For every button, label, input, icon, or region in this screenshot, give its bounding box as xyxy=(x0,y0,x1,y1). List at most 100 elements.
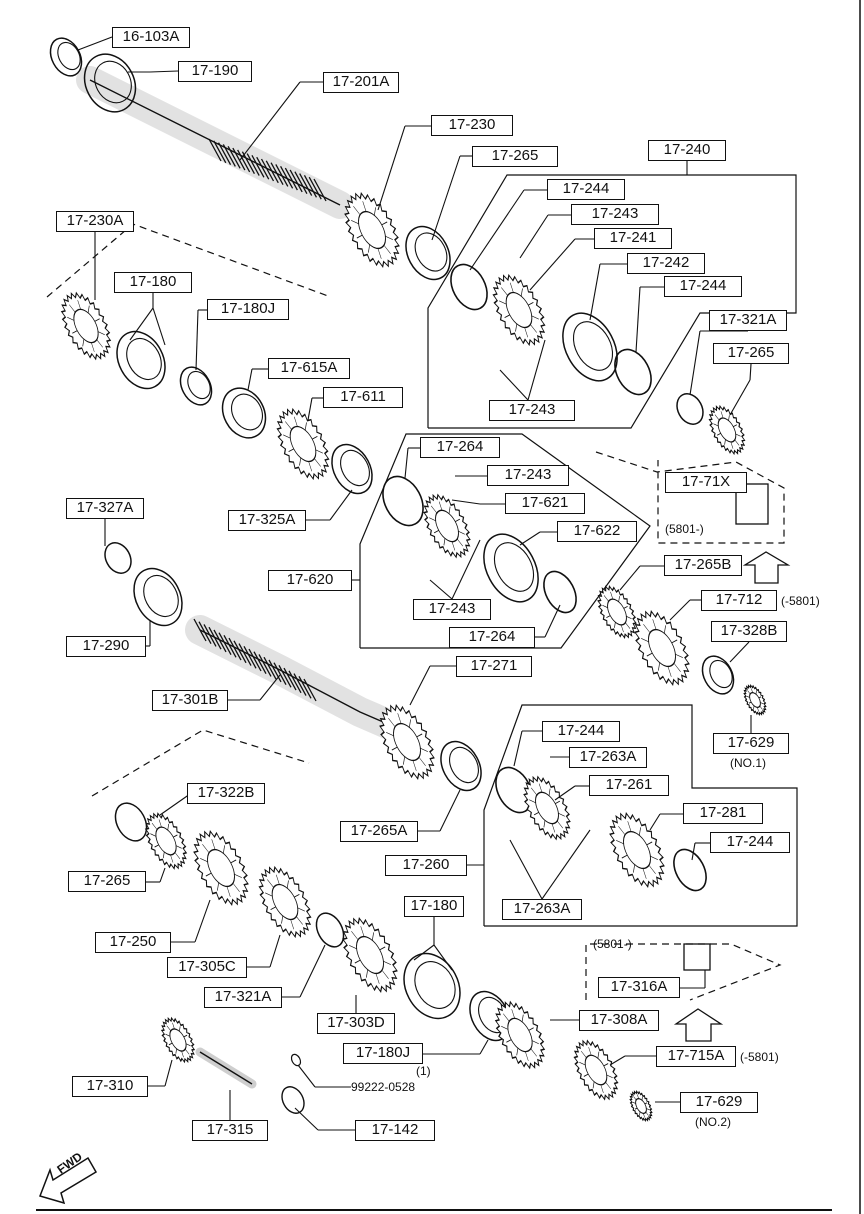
main-shaft-spline xyxy=(275,164,289,187)
bearing-17-290-inner xyxy=(143,574,179,618)
callout-17-244-c[interactable]: 17-244 xyxy=(542,721,620,742)
callout-17-615A[interactable]: 17-615A xyxy=(268,358,350,379)
callout-17-242[interactable]: 17-242 xyxy=(627,253,705,274)
callout-17-263A-a[interactable]: 17-263A xyxy=(569,747,647,768)
group-box-17-260 xyxy=(483,704,798,927)
callout-17-629-b[interactable]: 17-629 xyxy=(680,1092,758,1113)
bolt-99222-0528 xyxy=(290,1053,302,1067)
callout-17-271[interactable]: 17-271 xyxy=(456,656,532,677)
clip-17-321A-low xyxy=(315,912,345,948)
snap-ring-17-244-c xyxy=(495,766,533,814)
leader-line xyxy=(479,1039,489,1055)
leader-line xyxy=(729,379,751,416)
countershaft-spline xyxy=(293,673,307,696)
callout-17-715A[interactable]: 17-715A xyxy=(656,1046,736,1067)
callout-17-244-a[interactable]: 17-244 xyxy=(547,179,625,200)
note-minus-5801-712: (-5801) xyxy=(781,594,820,608)
callout-17-243-b[interactable]: 17-243 xyxy=(489,400,575,421)
callout-17-244-d[interactable]: 17-244 xyxy=(710,832,790,853)
countershaft-spline xyxy=(218,632,232,655)
callout-17-611[interactable]: 17-611 xyxy=(323,387,403,408)
callout-17-265A[interactable]: 17-265A xyxy=(340,821,418,842)
callout-17-308A[interactable]: 17-308A xyxy=(579,1010,659,1031)
callout-17-263A-b[interactable]: 17-263A xyxy=(502,899,582,920)
callout-17-180-top[interactable]: 17-180 xyxy=(114,272,192,293)
leader-line xyxy=(194,899,211,943)
callout-17-322B[interactable]: 17-322B xyxy=(187,783,265,804)
leader-line xyxy=(404,447,409,479)
callout-17-328B[interactable]: 17-328B xyxy=(711,621,787,642)
leader-line xyxy=(377,125,406,211)
callout-17-321A-low[interactable]: 17-321A xyxy=(204,987,282,1008)
callout-17-620[interactable]: 17-620 xyxy=(268,570,352,591)
countershaft-spline xyxy=(303,678,317,702)
callout-17-301B[interactable]: 17-301B xyxy=(152,690,228,711)
callout-17-265-top[interactable]: 17-265 xyxy=(472,146,558,167)
callout-17-290[interactable]: 17-290 xyxy=(66,636,146,657)
synchro-ring-17-265-inner xyxy=(414,232,448,272)
callout-17-142[interactable]: 17-142 xyxy=(355,1120,435,1141)
callout-17-243-c[interactable]: 17-243 xyxy=(487,465,569,486)
callout-17-230[interactable]: 17-230 xyxy=(431,115,513,136)
leader-line xyxy=(409,665,431,706)
leader-line xyxy=(691,842,696,861)
leader-line xyxy=(499,369,529,401)
callout-17-316A[interactable]: 17-316A xyxy=(598,977,680,998)
leader-line xyxy=(307,397,313,421)
bearing-17-180-top xyxy=(116,330,166,390)
leader-line xyxy=(469,189,525,271)
callout-17-265-right[interactable]: 17-265 xyxy=(713,343,789,364)
callout-17-260[interactable]: 17-260 xyxy=(385,855,467,876)
callout-17-629-a[interactable]: 17-629 xyxy=(713,733,789,754)
ring-17-265-low xyxy=(144,812,188,870)
callout-17-712[interactable]: 17-712 xyxy=(701,590,777,611)
callout-17-622[interactable]: 17-622 xyxy=(557,521,637,542)
callout-17-310[interactable]: 17-310 xyxy=(72,1076,148,1097)
note-no2: (NO.2) xyxy=(695,1115,731,1129)
callout-17-264-b[interactable]: 17-264 xyxy=(449,627,535,648)
callout-17-265-low[interactable]: 17-265 xyxy=(68,871,146,892)
callout-17-250[interactable]: 17-250 xyxy=(95,932,171,953)
ring-17-265B xyxy=(597,585,637,639)
callout-17-230A[interactable]: 17-230A xyxy=(56,211,134,232)
leader-line xyxy=(589,263,601,321)
callout-17-71X[interactable]: 17-71X xyxy=(665,472,747,493)
callout-17-180J-low[interactable]: 17-180J xyxy=(343,1043,423,1064)
countershaft-spline xyxy=(263,656,277,680)
callout-17-321A-top[interactable]: 17-321A xyxy=(709,310,787,331)
callout-16-103A[interactable]: 16-103A xyxy=(112,27,190,48)
leader-line xyxy=(247,368,253,391)
callout-17-243-a[interactable]: 17-243 xyxy=(571,204,659,225)
leader-line xyxy=(669,599,691,621)
callout-17-303D[interactable]: 17-303D xyxy=(317,1013,395,1034)
note-5801-lower-box: (5801-) xyxy=(593,937,632,951)
callout-17-180-low[interactable]: 17-180 xyxy=(404,896,464,917)
callout-17-243-d[interactable]: 17-243 xyxy=(413,599,491,620)
callout-17-261[interactable]: 17-261 xyxy=(589,775,669,796)
bushing-17-316A xyxy=(683,943,711,971)
callout-17-325A[interactable]: 17-325A xyxy=(228,510,306,531)
leader-line xyxy=(451,499,481,505)
leader-line xyxy=(429,579,453,600)
callout-17-240[interactable]: 17-240 xyxy=(648,140,726,161)
leader-line xyxy=(413,944,435,961)
leader-line xyxy=(149,70,179,73)
dashed-box-17-316A xyxy=(585,943,782,1001)
callout-17-190[interactable]: 17-190 xyxy=(178,61,252,82)
callout-17-281[interactable]: 17-281 xyxy=(683,803,763,824)
race-17-180J-top-inner xyxy=(187,370,211,400)
callout-17-327A[interactable]: 17-327A xyxy=(66,498,144,519)
callout-17-244-b[interactable]: 17-244 xyxy=(664,276,742,297)
leader-line xyxy=(544,604,561,638)
leader-line xyxy=(297,1064,316,1088)
callout-17-265B[interactable]: 17-265B xyxy=(664,555,742,576)
callout-17-264-a[interactable]: 17-264 xyxy=(420,437,500,458)
callout-17-241[interactable]: 17-241 xyxy=(594,228,672,249)
callout-17-180J-top[interactable]: 17-180J xyxy=(207,299,289,320)
countershaft-spline xyxy=(228,637,242,661)
callout-17-621[interactable]: 17-621 xyxy=(505,493,585,514)
countershaft-spline xyxy=(208,626,222,650)
callout-17-315[interactable]: 17-315 xyxy=(192,1120,268,1141)
callout-17-201A[interactable]: 17-201A xyxy=(323,72,399,93)
callout-17-305C[interactable]: 17-305C xyxy=(167,957,247,978)
